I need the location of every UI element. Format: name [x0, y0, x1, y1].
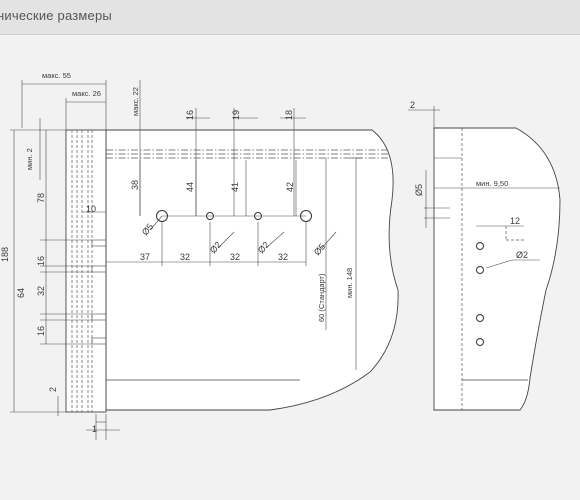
label-32h3: 32 — [278, 252, 288, 262]
label-38: 38 — [130, 180, 140, 190]
label-r12: 12 — [510, 216, 520, 226]
technical-drawing: макс. 55 макс. 26 макс. 22 мин. 2 16 19 … — [0, 71, 561, 440]
label-64: 64 — [16, 288, 26, 298]
label-rmin950: мин. 9,50 — [476, 179, 508, 188]
label-r2: 2 — [410, 100, 415, 110]
labels: макс. 55 макс. 26 макс. 22 мин. 2 16 19 … — [0, 71, 528, 434]
label-min148: мин. 148 — [345, 268, 354, 298]
label-32h2: 32 — [230, 252, 240, 262]
label-78: 78 — [36, 193, 46, 203]
right-view — [408, 106, 561, 411]
front-panel — [65, 129, 107, 413]
page-title: нические размеры — [0, 8, 112, 23]
label-max55: макс. 55 — [42, 71, 71, 80]
label-2b: 2 — [48, 387, 58, 392]
side-panel — [105, 129, 399, 411]
label-32h1: 32 — [180, 252, 190, 262]
label-std60: 60 (Стандарт) — [317, 273, 326, 322]
label-max22: макс. 22 — [131, 87, 140, 116]
label-32v: 32 — [36, 286, 46, 296]
right-hole-1 — [476, 242, 484, 250]
label-16a: 16 — [185, 110, 195, 120]
dimension-lines — [10, 80, 362, 440]
right-hole-2 — [476, 266, 484, 274]
header-bar: нические размеры — [0, 0, 580, 35]
label-44: 44 — [185, 182, 195, 192]
mounting-holes — [156, 210, 312, 222]
label-max26: макс. 26 — [72, 89, 101, 98]
label-18: 18 — [284, 110, 294, 120]
label-19: 19 — [231, 110, 241, 120]
label-16v1: 16 — [36, 256, 46, 266]
label-188: 188 — [0, 247, 10, 262]
label-1: 1 — [92, 424, 97, 434]
label-16v2: 16 — [36, 326, 46, 336]
right-hole-3 — [476, 314, 484, 322]
label-rphi2: Ø2 — [516, 250, 528, 260]
right-hole-4 — [476, 338, 484, 346]
label-10: 10 — [86, 204, 96, 214]
label-41: 41 — [230, 182, 240, 192]
leaders — [149, 215, 337, 251]
label-min2: мин. 2 — [25, 148, 34, 170]
label-rphi5: Ø5 — [414, 184, 424, 196]
label-42: 42 — [285, 182, 295, 192]
label-37: 37 — [140, 252, 150, 262]
